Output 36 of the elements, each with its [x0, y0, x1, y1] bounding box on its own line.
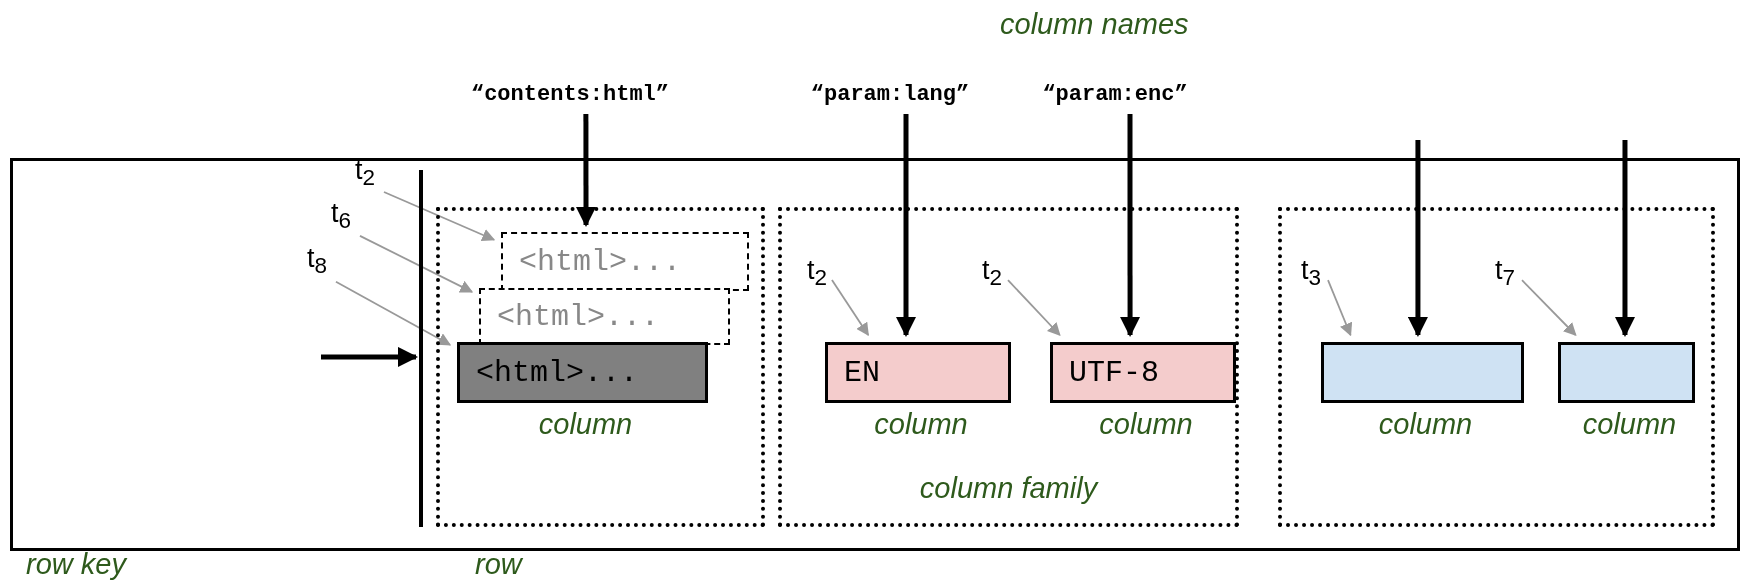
row-frame: [10, 158, 1740, 551]
arrow: [1407, 140, 1428, 337]
arrow: [335, 280, 452, 346]
timestamp-label: t$_{7}$: [1495, 255, 1529, 299]
column-caption: column: [1377, 408, 1474, 441]
arrow: [1327, 279, 1353, 337]
column-name: “contents:html”: [420, 82, 720, 114]
column-family-box: [1278, 207, 1715, 527]
arrow: [1007, 279, 1061, 336]
column-family-label: column family: [918, 472, 1100, 505]
row-label: row: [475, 548, 522, 581]
timestamp-label: t$_{3}$: [1301, 255, 1335, 299]
column-family-box: [436, 207, 765, 527]
arrow: [359, 235, 474, 293]
timestamp-label: t$_{2}$: [807, 255, 841, 299]
arrow: [1615, 140, 1635, 337]
timestamp-label: t$_{8}$: [307, 243, 341, 287]
column-family-box: [778, 207, 1239, 527]
column-names-label: column names: [1000, 8, 1189, 41]
column-caption: column: [1581, 408, 1678, 441]
arrow: [896, 114, 916, 337]
arrow: [321, 346, 418, 367]
arrow: [1120, 114, 1141, 337]
old-version-cell: <html>...: [501, 232, 749, 291]
column-caption: column: [1098, 408, 1194, 441]
timestamp-label: t$_{2}$: [982, 255, 1016, 299]
column-caption: column: [537, 408, 634, 441]
arrow: [383, 191, 496, 242]
arrow: [831, 279, 870, 337]
arrow: [1521, 279, 1577, 336]
timestamp-label: t$_{2}$: [355, 155, 389, 199]
column-caption: column: [873, 408, 969, 441]
old-version-cell: <html>...: [479, 288, 730, 345]
row-key-label: row key: [26, 548, 126, 581]
arrow: [576, 114, 596, 227]
timestamp-label: t$_{6}$: [331, 198, 365, 242]
